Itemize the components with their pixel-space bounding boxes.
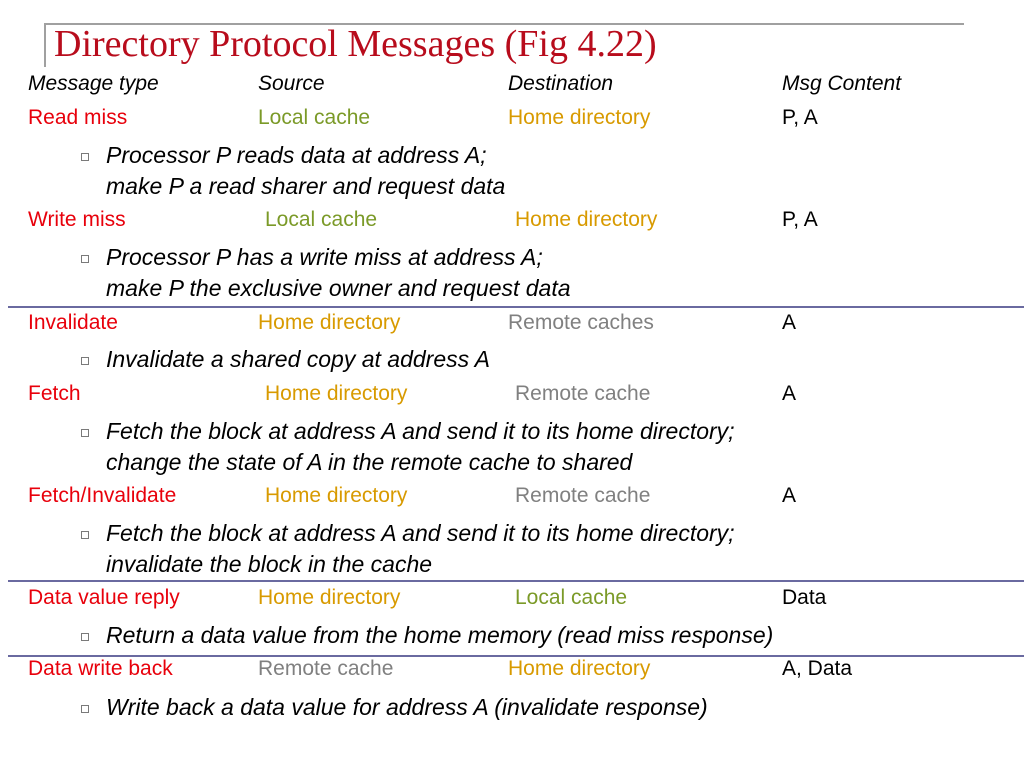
header-destination: Destination bbox=[508, 72, 614, 95]
header-msg-content: Msg Content bbox=[782, 72, 902, 95]
row-invalidate-source: Home directory bbox=[258, 311, 401, 334]
header-source: Source bbox=[258, 72, 325, 95]
row-fetch-source: Home directory bbox=[265, 382, 408, 405]
row-write-miss-destination: Home directory bbox=[515, 208, 658, 231]
row-data-write-back-source: Remote cache bbox=[258, 657, 394, 680]
row-read-miss-content: P, A bbox=[782, 106, 818, 129]
row-fetch-desc-1: Fetch the block at address A and send it… bbox=[106, 418, 735, 444]
slide-title: Directory Protocol Messages (Fig 4.22) bbox=[54, 23, 657, 65]
row-data-value-reply-type: Data value reply bbox=[28, 586, 180, 609]
row-write-miss-desc-2: make P the exclusive owner and request d… bbox=[106, 275, 571, 301]
row-fetch-invalidate-source: Home directory bbox=[265, 484, 408, 507]
row-data-write-back-content: A, Data bbox=[782, 657, 853, 680]
row-fetch-invalidate-type: Fetch/Invalidate bbox=[28, 484, 177, 507]
row-data-value-reply-desc-1: Return a data value from the home memory… bbox=[106, 622, 774, 648]
row-data-write-back-desc-1: Write back a data value for address A (i… bbox=[106, 694, 708, 720]
row-data-value-reply-content: Data bbox=[782, 586, 827, 609]
row-read-miss-source: Local cache bbox=[258, 106, 371, 129]
square-bullet-icon bbox=[81, 531, 89, 539]
row-fetch-type: Fetch bbox=[28, 382, 81, 405]
header-message-type: Message type bbox=[28, 72, 159, 95]
row-fetch-invalidate-content: A bbox=[782, 484, 797, 507]
row-read-miss-desc-2: make P a read sharer and request data bbox=[106, 173, 506, 199]
row-fetch-content: A bbox=[782, 382, 797, 405]
row-fetch-invalidate-destination: Remote cache bbox=[515, 484, 651, 507]
row-data-write-back-type: Data write back bbox=[28, 657, 173, 680]
square-bullet-icon bbox=[81, 705, 89, 713]
separator-line bbox=[8, 580, 1024, 582]
row-invalidate-destination: Remote caches bbox=[508, 311, 654, 334]
row-invalidate-type: Invalidate bbox=[28, 311, 118, 334]
row-read-miss-desc-1: Processor P reads data at address A; bbox=[106, 142, 487, 168]
row-fetch-destination: Remote cache bbox=[515, 382, 651, 405]
title-left-rule bbox=[44, 23, 46, 67]
row-write-miss-desc-1: Processor P has a write miss at address … bbox=[106, 244, 543, 270]
separator-line bbox=[8, 655, 1024, 657]
row-write-miss-source: Local cache bbox=[265, 208, 378, 231]
square-bullet-icon bbox=[81, 633, 89, 641]
row-data-value-reply-source: Home directory bbox=[258, 586, 401, 609]
row-write-miss-type: Write miss bbox=[28, 208, 126, 231]
separator-line bbox=[8, 306, 1024, 308]
row-data-value-reply-destination: Local cache bbox=[515, 586, 628, 609]
square-bullet-icon bbox=[81, 255, 89, 263]
row-read-miss-type: Read miss bbox=[28, 106, 128, 129]
square-bullet-icon bbox=[81, 429, 89, 437]
title-top-rule bbox=[44, 23, 964, 25]
square-bullet-icon bbox=[81, 153, 89, 161]
row-invalidate-content: A bbox=[782, 311, 797, 334]
row-fetch-invalidate-desc-1: Fetch the block at address A and send it… bbox=[106, 520, 735, 546]
row-read-miss-destination: Home directory bbox=[508, 106, 651, 129]
square-bullet-icon bbox=[81, 357, 89, 365]
row-write-miss-content: P, A bbox=[782, 208, 818, 231]
row-fetch-desc-2: change the state of A in the remote cach… bbox=[106, 449, 633, 475]
row-data-write-back-destination: Home directory bbox=[508, 657, 651, 680]
row-fetch-invalidate-desc-2: invalidate the block in the cache bbox=[106, 551, 433, 577]
row-invalidate-desc-1: Invalidate a shared copy at address A bbox=[106, 346, 490, 372]
